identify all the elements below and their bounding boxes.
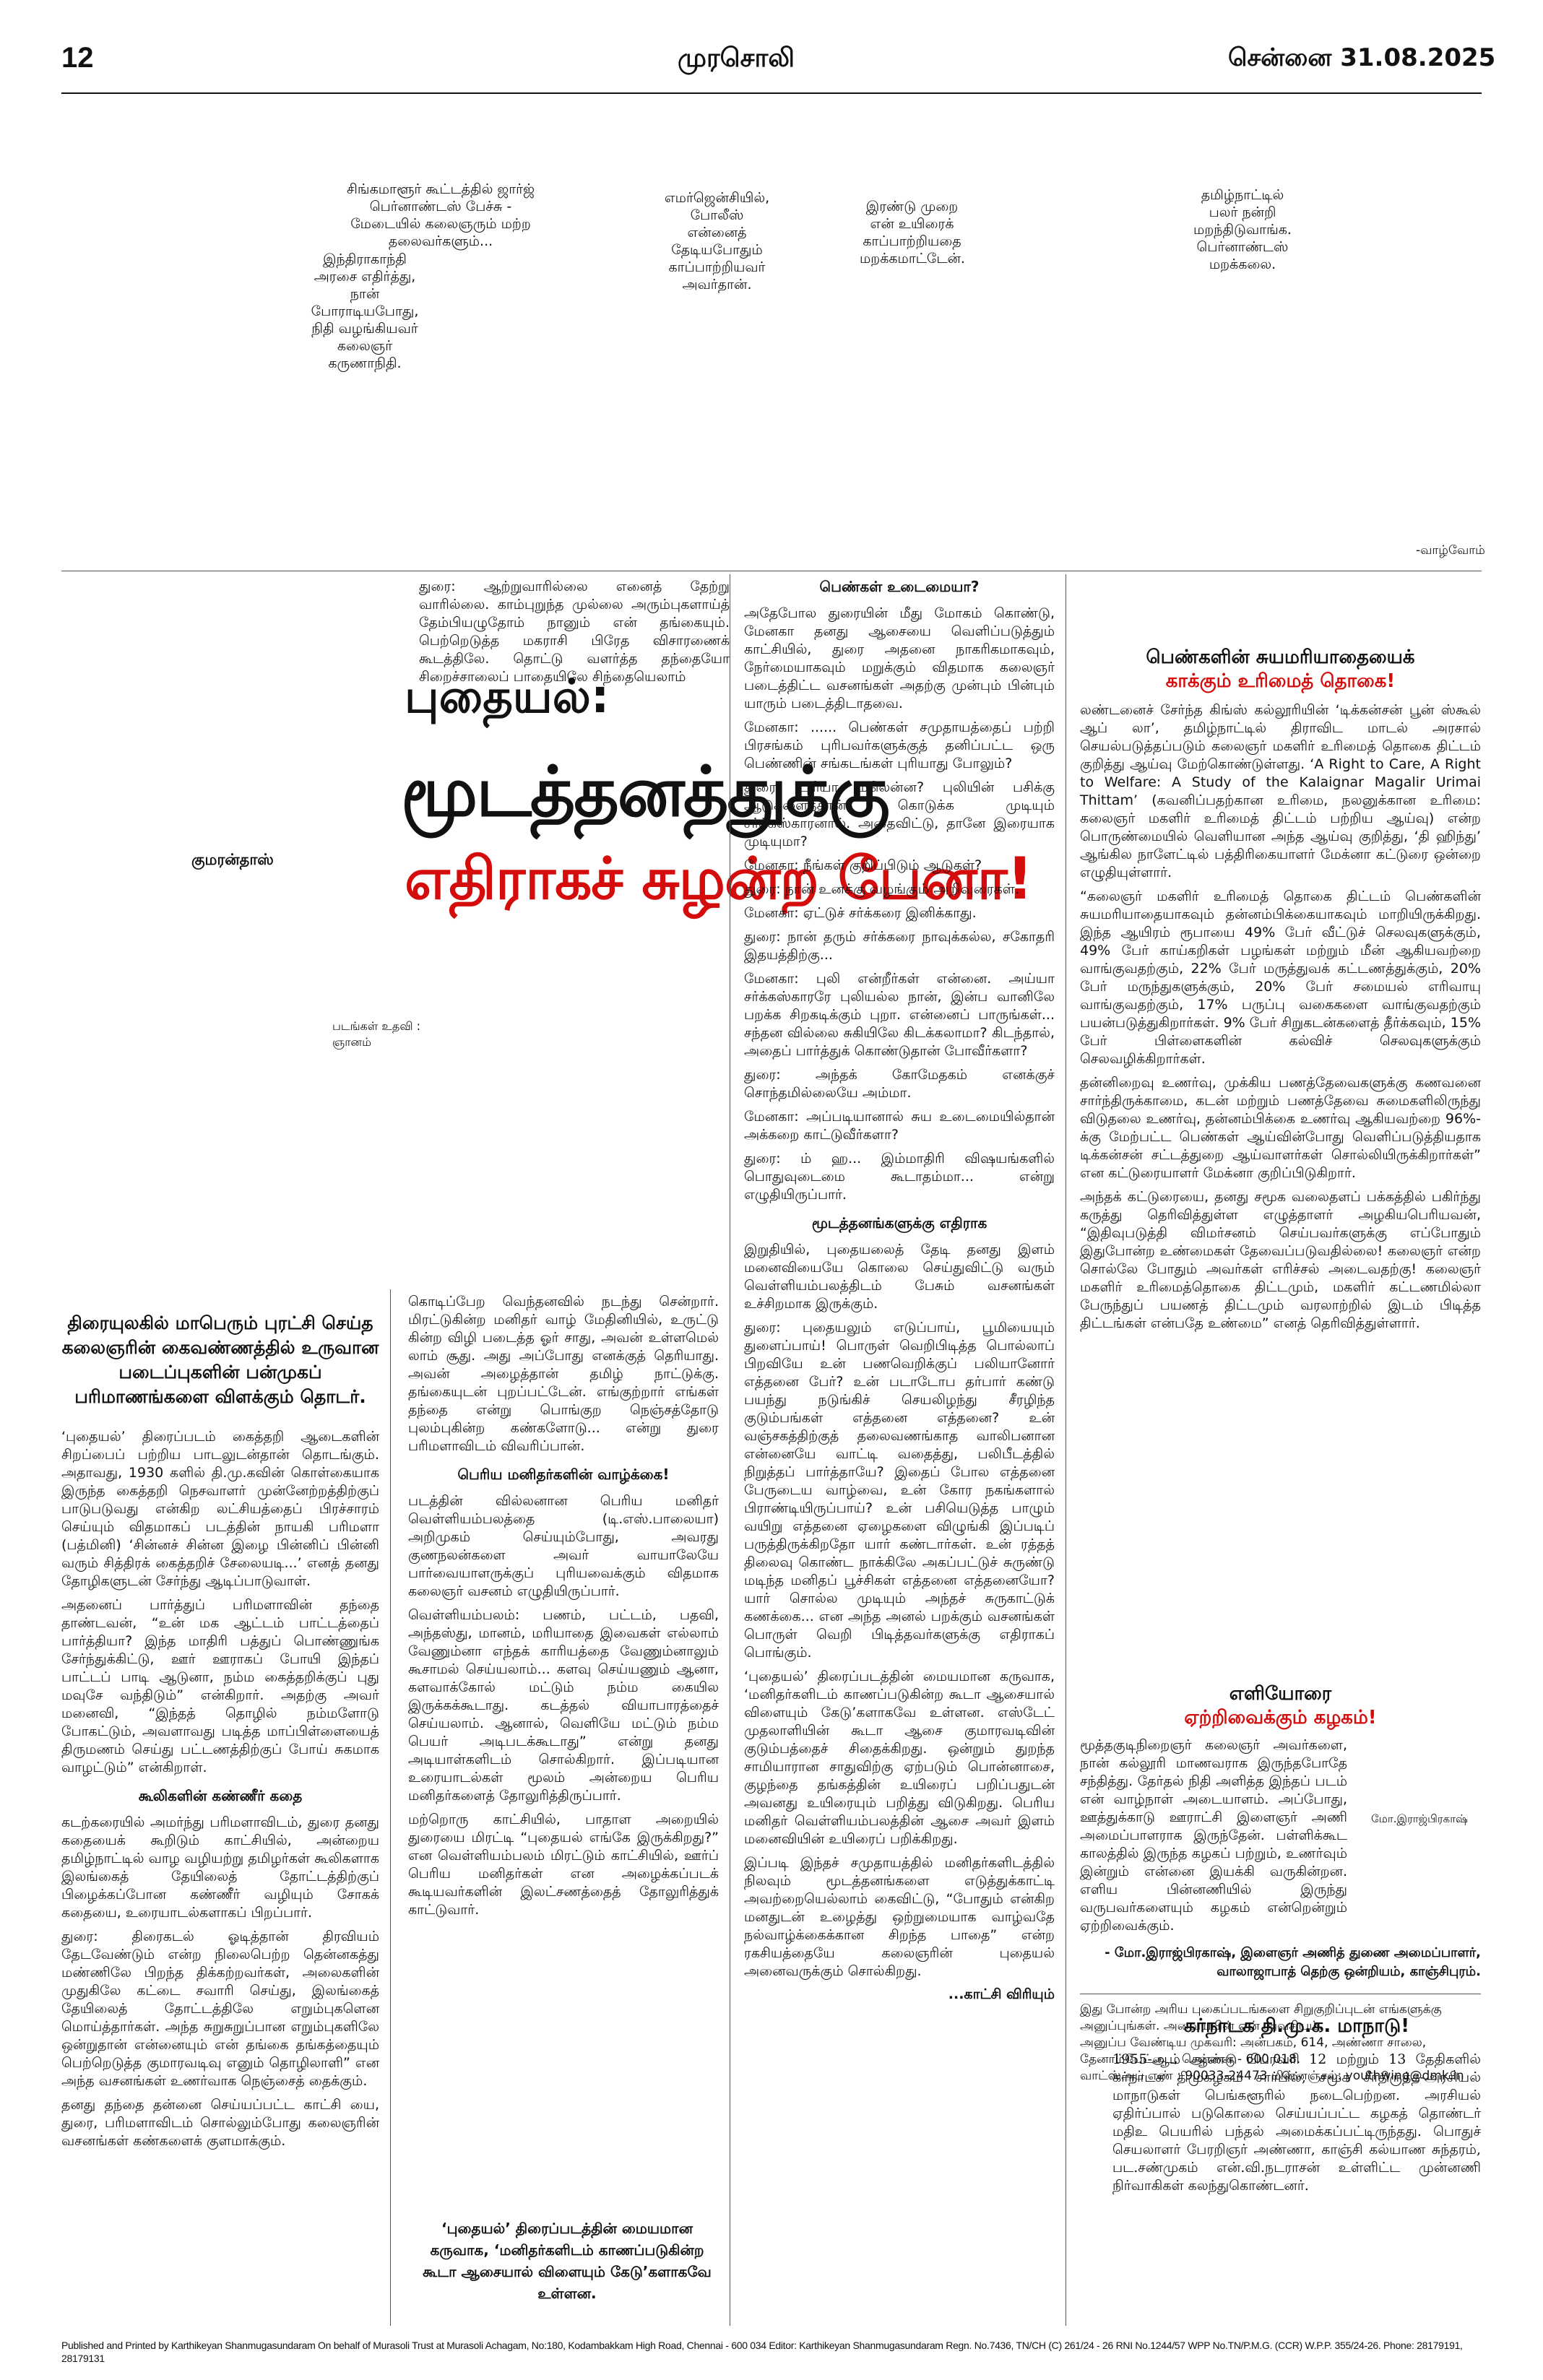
headline-line-1: புதையல்: — [405, 670, 610, 724]
article-column-1: திரையுலகில் மாபெரும் புரட்சி செய்த கலைஞர… — [61, 1311, 379, 2156]
paragraph: தனது தந்தை தன்னை செய்யப்பட்ட காட்சி யை, … — [61, 2097, 379, 2149]
column-divider — [390, 1289, 391, 2326]
page-number: 12 — [61, 42, 94, 74]
photo-caption-4: இரண்டு முறை என் உயிரைக் காப்பாற்றியதை மற… — [860, 199, 965, 267]
paragraph: மேனகா: நீங்கள் குறிப்பிடும் ஆடுகள்? — [744, 857, 982, 873]
continued-note: ...காட்சி விரியும் — [948, 1986, 1055, 2002]
issue-date: சென்னை 31.08.2025 — [1228, 43, 1496, 72]
paragraph: துரை: நான் தரும் சர்க்கரை நாவுக்கல்ல, சக… — [744, 929, 1055, 963]
photo-name: மோ.இராஜ்பிரகாஷ் — [1371, 1812, 1468, 1825]
imprint-line: Published and Printed by Karthikeyan Sha… — [61, 2340, 1463, 2364]
paragraph: அதனைப் பார்த்துப் பரிமளாவின் தந்தை தாண்ட… — [61, 1597, 379, 1775]
paragraph: “கலைஞர் மகளிர் உரிமைத் தொகை திட்டம் பெண்… — [1080, 888, 1481, 1067]
series-tag: -வாழ்வோம் — [1416, 543, 1485, 558]
contributor-signature: - மோ.இராஜ்பிரகாஷ், இளைஞர் அணித் துணை அமை… — [1105, 1945, 1481, 1979]
article-column-2: கொடிப்பேற வெந்தனவில் நடந்து சென்றார். மி… — [408, 1293, 719, 1925]
subheading: கூலிகளின் கண்ணீர் கதை — [138, 1787, 303, 1804]
author-name: குமரன்தாஸ் — [191, 851, 274, 868]
subheading: பெண்கள் உடைமையா? — [819, 578, 980, 595]
box-heading: பெண்களின் சுயமரியாதையைக் — [1146, 646, 1415, 668]
paragraph: ‘புதையல்’ திரைப்படத்தின் மையமான கருவாக, … — [744, 1669, 1055, 1847]
photo-caption-1: சிங்கமாளூர் கூட்டத்தில் ஜார்ஜ் பெர்னாண்ட… — [347, 181, 535, 249]
paragraph: மேனகா: ...... பெண்கள் சமுதாயத்தைப் பற்றி… — [744, 719, 1055, 771]
paragraph: லண்டனைச் சேர்ந்த கிங்ஸ் கல்லூரியின் ‘டிக… — [1080, 702, 1481, 880]
header-rule — [61, 92, 1482, 94]
paragraph: 1955-ஆம் ஆண்டு பிப்ரவரி 12 மற்றும் 13 தே… — [1112, 2051, 1481, 2194]
subheading: மூடத்தனங்களுக்கு எதிராக — [811, 1214, 987, 1232]
paragraph: துரை: நான் உனக்கு வழங்கும் அறிவுரைகள். — [744, 881, 1019, 897]
paragraph: மேனகா: ஏட்டுச் சர்க்கரை இனிக்காது. — [744, 905, 977, 921]
box-heading: கர்நாடக தி.மு.க. மாநாடு! — [1183, 2015, 1410, 2037]
box-heading-red: காக்கும் உரிமைத் தொகை! — [1165, 670, 1396, 692]
paragraph: அதேபோல துரையின் மீது மோகம் கொண்டு, மேனகா… — [744, 605, 1055, 711]
paragraph: துரை: புதையலும் எடுப்பாய், பூமியையும் து… — [744, 1320, 1055, 1661]
appeal-text: இது போன்ற அரிய புகைப்படங்களை சிறுகுறிப்ப… — [1080, 2002, 1442, 2033]
paragraph: தன்னிறைவு உணர்வு, முக்கிய பணத்தேவைகளுக்க… — [1080, 1075, 1481, 1181]
paragraph: இப்படி இந்தச் சமுதாயத்தில் மனிதர்களிடத்த… — [744, 1855, 1055, 1979]
paragraph: துரை: ம் ஹ... இம்மாதிரி விஷயங்களில் பொது… — [744, 1151, 1055, 1203]
feature-intro: துரை: ஆற்றுவாரில்லை எனைத் தேற்று வாரில்ல… — [419, 578, 730, 692]
paragraph: மற்றொரு காட்சியில், பாதாள அறையில் துரையை… — [408, 1812, 719, 1918]
masthead-name: முரசொலி — [678, 43, 795, 73]
paragraph: அந்தக் கட்டுரையை, தனது சமூக வலைதளப் பக்க… — [1080, 1189, 1481, 1331]
paragraph: இறுதியில், புதையலைத் தேடி தனது இளம் மனைவ… — [744, 1242, 1055, 1312]
sidebar-box-youth: எளியோரை ஏற்றிவைக்கும் கழகம்! மூத்தகுடிநி… — [1080, 1683, 1481, 2085]
sidebar-box-welfare: பெண்களின் சுயமரியாதையைக் காக்கும் உரிமைத… — [1080, 646, 1481, 1338]
headline-line-3: எதிராகச் சுழன்ற பேனா! — [405, 845, 1033, 912]
photo-caption-5: தமிழ்நாட்டில் பலர் நன்றி மறந்திடுவாங்க. … — [1193, 187, 1292, 272]
paragraph: துரை: அந்தக் கோமேதகம் எனக்குச் சொந்தமில்… — [744, 1067, 1055, 1101]
series-lead: திரையுலகில் மாபெரும் புரட்சி செய்த கலைஞர… — [61, 1312, 379, 1407]
article-column-3: பெண்கள் உடைமையா? அதேபோல துரையின் மீது மோ… — [744, 578, 1055, 2004]
paragraph: படத்தின் வில்லனான பெரிய மனிதர் வெள்ளியம்… — [408, 1493, 719, 1599]
feature-intro-text: துரை: ஆற்றுவாரில்லை எனைத் தேற்று வாரில்ல… — [419, 579, 730, 685]
photo-credit: படங்கள் உதவி : ஞானம் — [332, 1019, 421, 1049]
photo-caption-2: இந்திராகாந்தி அரசை எதிர்த்து, நான் போராட… — [311, 251, 419, 371]
appeal-contact: வாட்ஸ்அப் எண் : 90033-24473 மின்னஞ்சல்: … — [1080, 2069, 1464, 2083]
paragraph: மூத்தகுடிநிறைஞர் கலைஞர் அவர்களை, நான் கல… — [1080, 1737, 1347, 1934]
pull-quote: ‘புதையல்’ திரைப்படத்தின் மையமான கருவாக, … — [423, 2220, 712, 2302]
headline-line-2: மூடத்தனத்துக்கு — [401, 751, 890, 832]
subheading: பெரிய மனிதர்களின் வாழ்க்கை! — [457, 1466, 670, 1483]
paragraph: துரை: புரியா மலென்ன? புலியின் பசிக்கு ஆட… — [744, 779, 1055, 849]
paragraph: வெள்ளியம்பலம்: பணம், பட்டம், பதவி, அந்தஸ… — [408, 1607, 719, 1804]
paragraph: மேனகா: அப்படியானால் சுய உடைமையில்தான் அக… — [744, 1109, 1055, 1143]
appeal-address: அனுப்ப வேண்டிய முகவரி: அன்பகம், 614, அண்… — [1080, 2035, 1427, 2067]
paragraph: மேனகா: புலி என்றீர்கள் என்னை. அய்யா சர்க… — [744, 971, 1055, 1059]
paragraph: கடற்கரையில் அமர்ந்து பரிமளாவிடம், துரை த… — [61, 1814, 379, 1921]
photo-caption-3: எமர்ஜென்சியில், போலீஸ் என்னைத் தேடியபோது… — [664, 190, 770, 293]
paragraph: கொடிப்பேற வெந்தனவில் நடந்து சென்றார். மி… — [408, 1294, 719, 1454]
box-heading-red: ஏற்றிவைக்கும் கழகம்! — [1184, 1707, 1377, 1728]
paragraph: துரை: திரைகடல் ஓடித்தான் திரவியம் தேடவேண… — [61, 1929, 379, 2089]
box-heading: எளியோரை — [1229, 1683, 1332, 1705]
sidebar-box-history: கர்நாடக தி.மு.க. மாநாடு! 1955-ஆம் ஆண்டு … — [1112, 2015, 1481, 2201]
paragraph: ‘புதையல்’ திரைப்படம் கைத்தறி ஆடைகளின் சி… — [61, 1429, 379, 1589]
